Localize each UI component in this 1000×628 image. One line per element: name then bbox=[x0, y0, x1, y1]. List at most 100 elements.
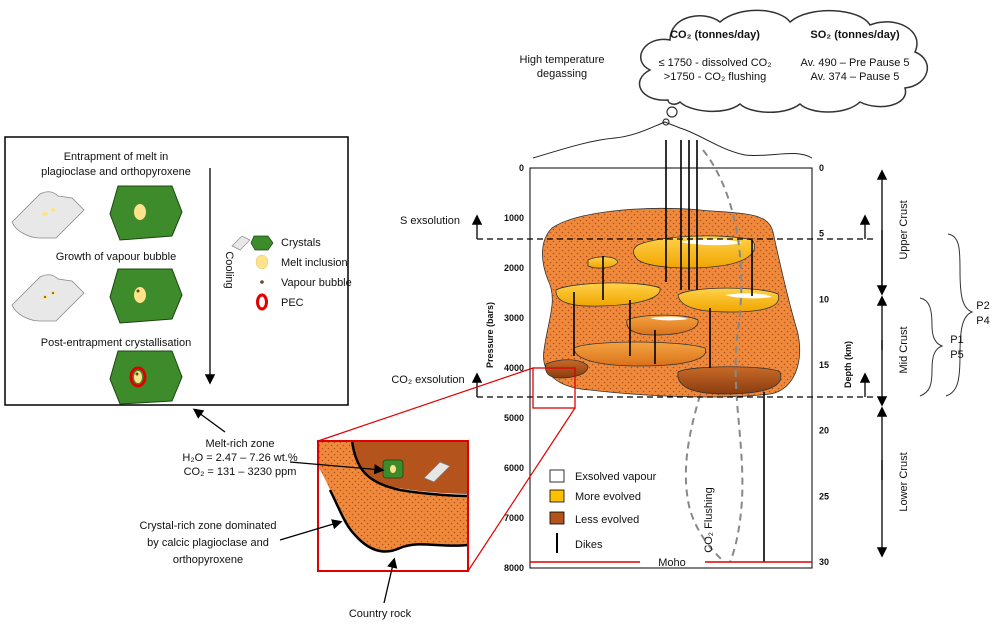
melt-inclusion-opx-3 bbox=[134, 371, 142, 383]
pressure-tick-label: 3000 bbox=[504, 313, 524, 323]
legend-vapour-bubble-swatch bbox=[260, 280, 264, 284]
p5-label: P5 bbox=[950, 349, 963, 361]
legend-vapour-bubble-label: Vapour bubble bbox=[281, 277, 352, 289]
co2-line-1: ≤ 1750 - dissolved CO₂ bbox=[658, 57, 771, 69]
exsolved-vapour-cap-3 bbox=[650, 316, 688, 321]
depth-tick-label: 15 bbox=[819, 360, 829, 370]
country-rock-label: Country rock bbox=[349, 608, 412, 620]
legend-crystals-label: Crystals bbox=[281, 237, 321, 249]
s-exsolution-label: S exsolution bbox=[400, 215, 460, 227]
so2-line-2: Av. 374 – Pause 5 bbox=[811, 71, 900, 83]
magma-lenses bbox=[545, 235, 782, 395]
melt-inclusion-opx-1 bbox=[134, 204, 146, 220]
pressure-tick-label: 1000 bbox=[504, 213, 524, 223]
legend-dikes: Dikes bbox=[575, 539, 603, 551]
inset-title-line-2: plagioclase and orthopyroxene bbox=[41, 166, 191, 178]
legend-melt-inclusion-label: Melt inclusion bbox=[281, 257, 348, 269]
zoom-line-top bbox=[317, 367, 534, 442]
legend-more-evolved: More evolved bbox=[575, 491, 641, 503]
pec-rim bbox=[129, 366, 147, 388]
legend-less-evolved: Less evolved bbox=[575, 514, 639, 526]
zoom-source-box bbox=[532, 367, 576, 409]
plagioclase-crystal-1 bbox=[11, 191, 85, 239]
legend-plagioclase-swatch bbox=[231, 235, 251, 251]
p1-label: P1 bbox=[950, 334, 963, 346]
inset-title-line-1: Entrapment of melt in bbox=[64, 151, 169, 163]
depth-tick-label: 20 bbox=[819, 426, 829, 436]
pressure-tick-label: 0 bbox=[519, 163, 524, 173]
zoom-melt-boundary bbox=[350, 440, 469, 498]
zoom-crystal-boundary bbox=[328, 489, 469, 553]
volcano-outline bbox=[532, 121, 813, 159]
orthopyroxene-crystal-2 bbox=[109, 268, 183, 324]
pressure-tick-label: 5000 bbox=[504, 413, 524, 423]
depth-axis-label: Depth (km) bbox=[843, 341, 853, 388]
melt-zone-arrow bbox=[289, 461, 385, 475]
melt-inclusion-plag-1b bbox=[50, 208, 56, 212]
co2-flushing-label: CO₂ Flushing bbox=[703, 487, 715, 552]
cooling-label: Cooling bbox=[223, 251, 235, 288]
pressure-tick-label: 7000 bbox=[504, 513, 524, 523]
crystal-zone-arrow bbox=[279, 519, 343, 541]
more-evolved-lens-3 bbox=[555, 282, 661, 307]
upper-crust-label: Upper Crust bbox=[898, 200, 910, 259]
inset-growth-label: Growth of vapour bubble bbox=[56, 251, 176, 263]
co2-flushing-path-left bbox=[684, 394, 723, 561]
melt-zone-co2: CO₂ = 131 – 3230 ppm bbox=[184, 466, 297, 478]
so2-header: SO₂ (tonnes/day) bbox=[810, 29, 900, 41]
vapour-bubble-opx-2 bbox=[136, 289, 140, 293]
legend-less-evolved-swatch bbox=[549, 511, 565, 525]
co2-flushing-path-right bbox=[702, 149, 744, 563]
mid-crust-label: Mid Crust bbox=[898, 326, 910, 373]
p2-p4-bracket bbox=[945, 233, 974, 397]
zoom-frame bbox=[317, 440, 469, 572]
plagioclase-crystal-2 bbox=[11, 274, 85, 322]
p4-label: P4 bbox=[976, 315, 989, 327]
so2-line-1: Av. 490 – Pre Pause 5 bbox=[800, 57, 909, 69]
intermediate-lens-1 bbox=[626, 314, 699, 336]
moho-label: Moho bbox=[658, 557, 686, 569]
pressure-axis-label: Pressure (bars) bbox=[485, 302, 495, 368]
legend-melt-inclusion-swatch bbox=[255, 254, 269, 270]
zoom-line-bottom bbox=[467, 407, 576, 572]
depth-tick-label: 25 bbox=[819, 491, 829, 501]
crust-column-frame bbox=[529, 167, 813, 569]
inset-frame bbox=[4, 136, 349, 406]
zoom-inset bbox=[317, 440, 469, 572]
legend-more-evolved-swatch bbox=[549, 489, 565, 503]
pressure-tick-label: 8000 bbox=[504, 563, 524, 573]
less-evolved-lens-2 bbox=[677, 366, 782, 395]
degassing-label-1: High temperature bbox=[520, 54, 605, 66]
depth-tick-label: 30 bbox=[819, 557, 829, 567]
legend-pec-label: PEC bbox=[281, 297, 304, 309]
co2-exsolution-label: CO₂ exsolution bbox=[391, 374, 464, 386]
legend-exsolved-swatch bbox=[549, 469, 565, 483]
depth-tick-label: 5 bbox=[819, 229, 824, 239]
depth-tick-label: 10 bbox=[819, 294, 829, 304]
melt-zone-h2o: H₂O = 2.47 – 7.26 wt.% bbox=[182, 452, 297, 464]
orthopyroxene-crystal-1 bbox=[109, 185, 183, 241]
pressure-tick-label: 6000 bbox=[504, 463, 524, 473]
legend-orthopyroxene-swatch bbox=[250, 235, 274, 251]
inset-pec-label: Post-entrapment crystallisation bbox=[41, 337, 191, 349]
vapour-bubble-plag-2a bbox=[44, 296, 46, 298]
crystal-inclusion-inset: Entrapment of melt in plagioclase and or… bbox=[4, 136, 352, 406]
zoom-melt-rich-zone bbox=[352, 441, 468, 494]
legend-pec-swatch bbox=[256, 293, 268, 311]
zoom-crystal-rich-zone bbox=[318, 441, 468, 552]
crystal-zone-line-3: orthopyroxene bbox=[173, 554, 243, 566]
p2-label: P2 bbox=[976, 300, 989, 312]
pressure-tick-label: 2000 bbox=[504, 263, 524, 273]
melt-zone-title: Melt-rich zone bbox=[205, 438, 274, 450]
zoom-melt-inclusion bbox=[390, 465, 396, 473]
country-rock-arrow bbox=[383, 557, 398, 604]
melt-inclusion-opx-2 bbox=[134, 287, 146, 303]
vapour-bubble-opx-3 bbox=[135, 372, 139, 376]
dikes bbox=[573, 140, 765, 562]
crystal-zone-line-1: Crystal-rich zone dominated bbox=[140, 520, 277, 532]
less-evolved-lens-1 bbox=[545, 359, 589, 379]
exsolved-vapour-cap-1 bbox=[680, 239, 742, 246]
